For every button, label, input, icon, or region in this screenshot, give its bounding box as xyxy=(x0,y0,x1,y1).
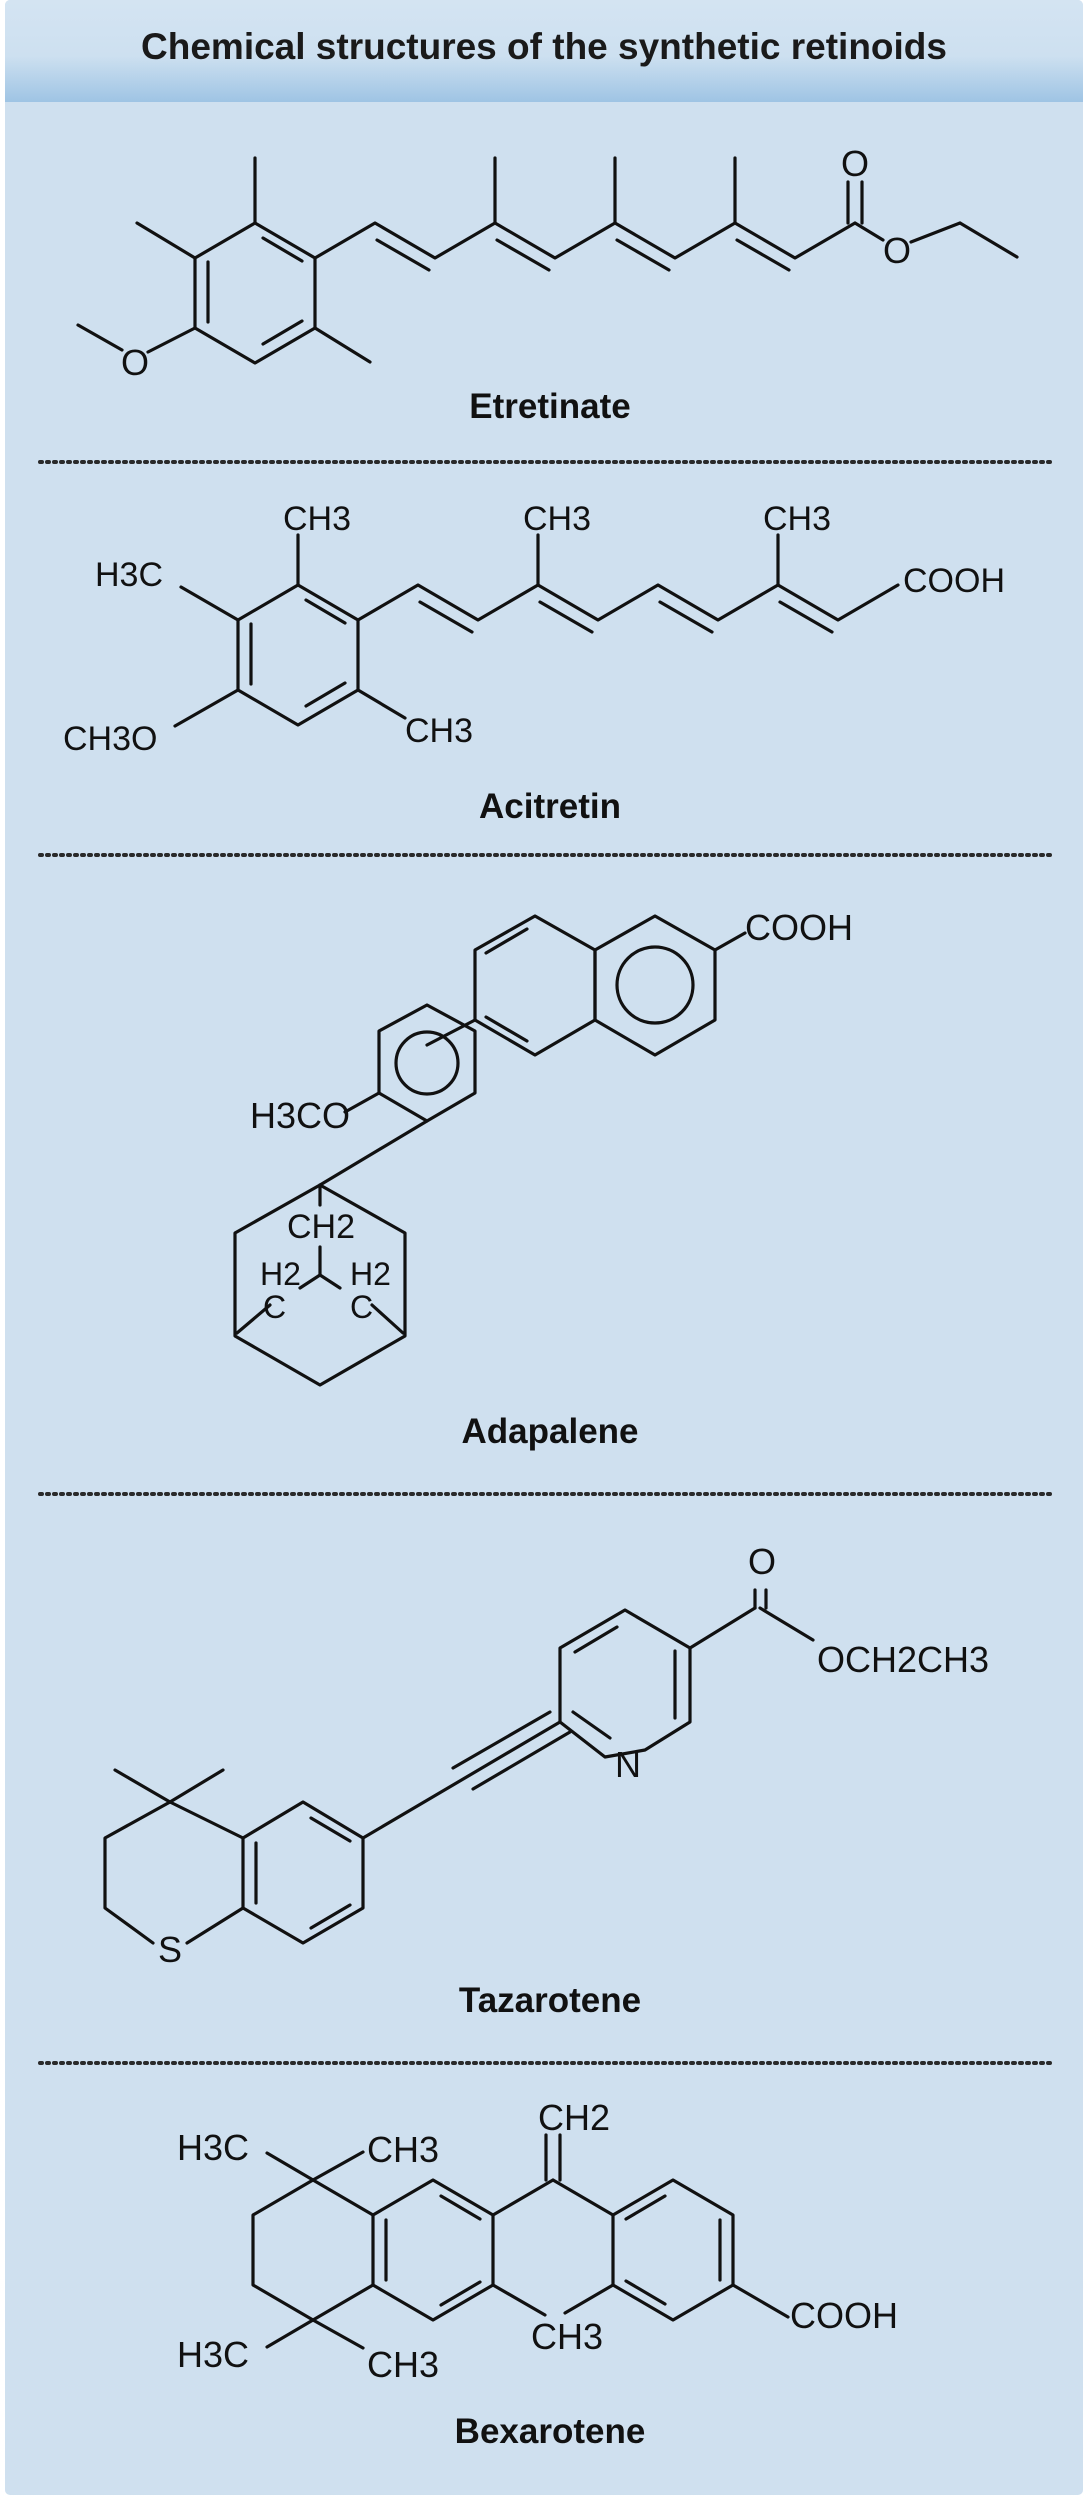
adapalene-naphthalene-right xyxy=(593,914,717,1057)
bexarotene-ring-a xyxy=(371,2178,495,2322)
acitretin-structure xyxy=(173,533,900,728)
bexarotene-ch3-mid: CH3 xyxy=(531,2316,603,2357)
bexarotene-h3c-top: H3C xyxy=(177,2127,249,2168)
tazarotene-och2ch3: OCH2CH3 xyxy=(817,1639,989,1680)
structures-canvas: O O O Etretinate CH3 CH3 CH3 xyxy=(38,143,1053,2451)
adapalene-c-left: C xyxy=(263,1289,286,1325)
acitretin-ch3-bottom: CH3 xyxy=(405,712,473,750)
acitretin-ch3-ring: CH3 xyxy=(283,500,351,538)
adapalene-adamantane xyxy=(233,1183,407,1387)
dividers xyxy=(38,460,1053,2065)
etretinate-o-methoxy: O xyxy=(121,342,149,383)
etretinate-structure xyxy=(76,156,1019,365)
tazarotene-structure xyxy=(103,1588,815,1945)
etretinate-o-carbonyl: O xyxy=(841,143,869,184)
etretinate-o-ester: O xyxy=(883,230,911,271)
bexarotene-ring-c xyxy=(611,2178,735,2322)
etretinate-name: Etretinate xyxy=(469,387,630,426)
acitretin-cooh: COOH xyxy=(903,562,1005,600)
bexarotene-structure xyxy=(251,2133,790,2350)
tazarotene-pyridine xyxy=(558,1608,692,1759)
acitretin-ch3-3: CH3 xyxy=(763,500,831,538)
acitretin-name: Acitretin xyxy=(479,787,621,826)
adapalene-h2-left: H2 xyxy=(260,1256,301,1292)
page-title: Chemical structures of the synthetic ret… xyxy=(141,26,947,67)
figure-panel: Chemical structures of the synthetic ret… xyxy=(5,0,1083,2495)
acitretin-ring xyxy=(236,583,360,727)
tazarotene-name: Tazarotene xyxy=(459,1981,641,2020)
tazarotene-benzene xyxy=(241,1800,365,1945)
adapalene-naphthalene-left xyxy=(473,914,597,1057)
adapalene-c-right: C xyxy=(350,1289,373,1325)
acitretin-ch3o: CH3O xyxy=(63,720,157,758)
bexarotene-ch3-top: CH3 xyxy=(367,2129,439,2170)
bexarotene-cooh: COOH xyxy=(790,2295,898,2336)
acitretin-ch3-2: CH3 xyxy=(523,500,591,538)
bexarotene-h3c-bottom: H3C xyxy=(177,2334,249,2375)
tazarotene-n: N xyxy=(615,1744,641,1785)
etretinate-ring xyxy=(193,221,317,365)
bexarotene-ch3-bottom: CH3 xyxy=(367,2344,439,2385)
acitretin-h3c: H3C xyxy=(95,556,163,594)
adapalene-h3co: H3CO xyxy=(250,1095,350,1136)
title-bar: Chemical structures of the synthetic ret… xyxy=(5,0,1083,102)
adapalene-phenyl xyxy=(377,1003,477,1123)
adapalene-ch2-top: CH2 xyxy=(287,1208,355,1246)
tazarotene-o-carbonyl: O xyxy=(748,1541,776,1582)
bexarotene-ch2: CH2 xyxy=(538,2097,610,2138)
adapalene-structure xyxy=(233,914,747,1387)
adapalene-h2-right: H2 xyxy=(350,1256,391,1292)
adapalene-name: Adapalene xyxy=(462,1412,639,1451)
adapalene-cooh: COOH xyxy=(745,907,853,948)
tazarotene-s: S xyxy=(158,1929,182,1970)
bexarotene-name: Bexarotene xyxy=(455,2412,646,2451)
